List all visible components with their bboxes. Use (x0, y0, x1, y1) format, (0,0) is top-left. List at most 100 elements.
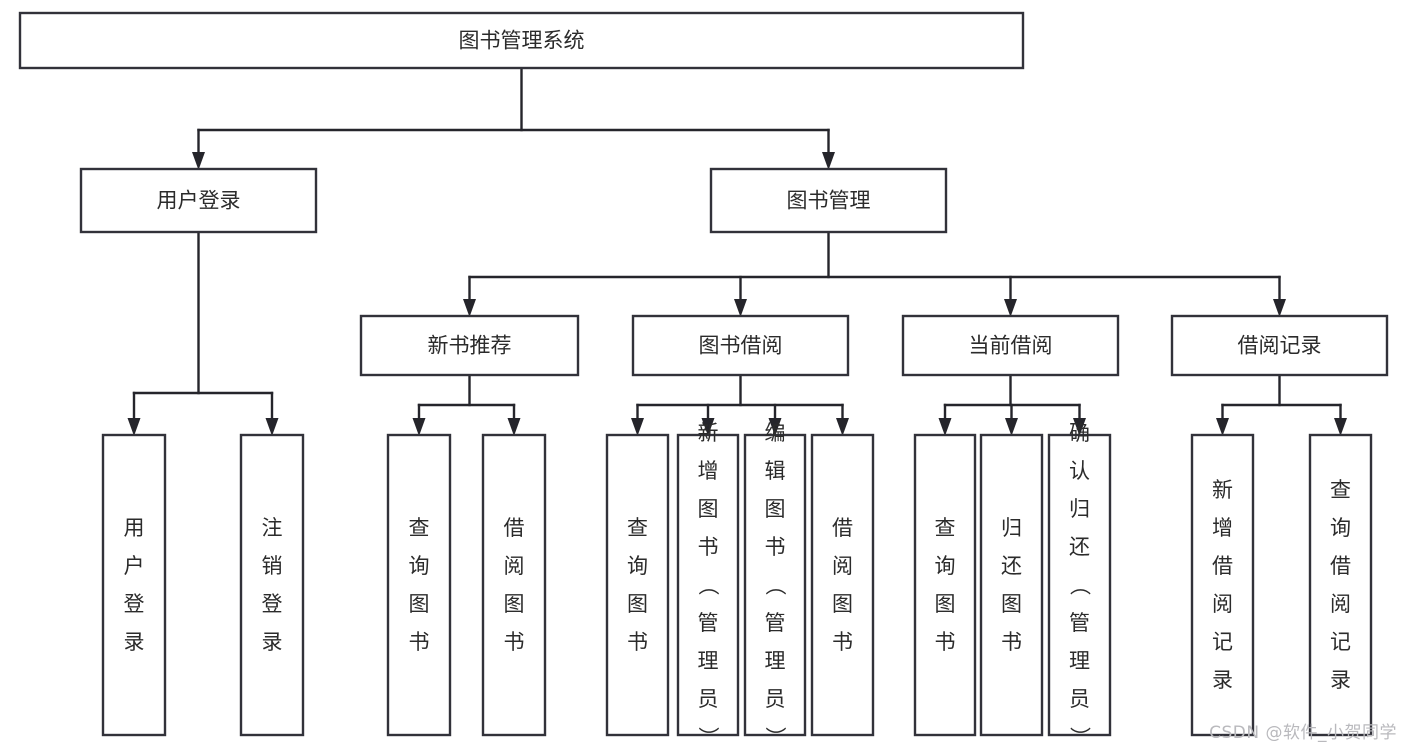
node-label-char: 阅 (1212, 592, 1233, 616)
node-label-char: 员 (765, 687, 786, 711)
arrow-head-icon (412, 418, 426, 436)
node-label-char: 查 (409, 516, 430, 540)
edges-layer (127, 66, 1347, 436)
node-label-char: 书 (409, 630, 430, 654)
node-book-borrow[interactable]: 图书借阅 (631, 314, 850, 377)
node-box[interactable] (239, 433, 305, 737)
node-label-char: 注 (262, 516, 283, 540)
node-label-char: 图 (409, 592, 430, 616)
node-label-char: 图 (832, 592, 853, 616)
node-label-char: 还 (1069, 535, 1090, 559)
node-label: 新书推荐 (428, 334, 512, 358)
node-label-char: 确 (1069, 421, 1090, 445)
node-box[interactable] (359, 314, 580, 377)
arrow-head-icon (1005, 418, 1018, 436)
node-label-char: 询 (627, 554, 648, 578)
node-box[interactable] (979, 433, 1044, 737)
node-label-char: 图 (935, 592, 956, 616)
node-leaf-user-login[interactable]: 用户登录 (101, 433, 167, 737)
node-box[interactable] (743, 433, 807, 737)
node-label-char: 询 (1330, 516, 1351, 540)
node-label-char: 查 (627, 516, 648, 540)
node-box[interactable] (79, 167, 318, 234)
edge-group-book-borrow (631, 373, 849, 436)
node-label-char: ） (696, 727, 720, 747)
node-label-char: 认 (1069, 459, 1090, 483)
node-label-char: 新 (1212, 478, 1233, 502)
node-box[interactable] (101, 433, 167, 737)
arrow-head-icon (938, 418, 952, 436)
node-box[interactable] (913, 433, 977, 737)
node-book-manage[interactable]: 图书管理 (709, 167, 948, 234)
node-label-char: 录 (1330, 668, 1351, 692)
node-label-char: 用 (124, 516, 145, 540)
node-label: 借阅记录 (1238, 334, 1322, 358)
node-label-char: 增 (1212, 516, 1233, 540)
node-box[interactable] (605, 433, 670, 737)
node-label-char: 图 (1001, 592, 1022, 616)
node-new-book-rec[interactable]: 新书推荐 (359, 314, 580, 377)
node-label-char: 阅 (1330, 592, 1351, 616)
node-label-char: ） (1068, 727, 1092, 747)
node-box[interactable] (481, 433, 547, 737)
arrow-head-icon (463, 299, 476, 317)
node-current-borrow[interactable]: 当前借阅 (901, 314, 1120, 377)
node-label-char: 借 (832, 516, 853, 540)
node-label-char: ） (763, 727, 787, 747)
node-user-login[interactable]: 用户登录 (79, 167, 318, 234)
node-box[interactable] (18, 11, 1025, 70)
node-root-图书管理系统[interactable]: 图书管理系统 (18, 11, 1025, 70)
node-label-char: 理 (765, 649, 786, 673)
node-borrow-record[interactable]: 借阅记录 (1170, 314, 1389, 377)
arrow-head-icon (1004, 299, 1017, 317)
node-box[interactable] (709, 167, 948, 234)
node-label: 图书管理系统 (459, 29, 585, 53)
node-label: 图书借阅 (699, 334, 783, 358)
node-box[interactable] (810, 433, 875, 737)
node-label-char: 查 (935, 516, 956, 540)
node-label-char: 还 (1001, 554, 1022, 578)
node-label-char: 销 (262, 554, 283, 578)
arrow-head-icon (265, 418, 279, 436)
edge-group-book-manage (463, 230, 1286, 317)
node-box[interactable] (386, 433, 452, 737)
node-label-char: 书 (698, 535, 719, 559)
node-label-char: 借 (1330, 554, 1351, 578)
node-box[interactable] (676, 433, 740, 737)
node-label-char: 图 (698, 497, 719, 521)
node-box[interactable] (1047, 433, 1112, 737)
node-box[interactable] (1170, 314, 1389, 377)
node-box[interactable] (1308, 433, 1373, 737)
arrow-head-icon (734, 299, 747, 317)
node-label-char: 图 (504, 592, 525, 616)
edge-group-user-login (127, 230, 279, 436)
edge-group-new-book-rec (412, 373, 521, 436)
edge-group-root (192, 66, 835, 170)
node-label-char: 员 (698, 687, 719, 711)
node-label-char: 理 (698, 649, 719, 673)
node-label-char: （ (1068, 575, 1092, 596)
node-label-char: 录 (1212, 668, 1233, 692)
node-label-char: 理 (1069, 649, 1090, 673)
node-label-char: 归 (1069, 497, 1090, 521)
node-label-char: 新 (698, 421, 719, 445)
node-box[interactable] (901, 314, 1120, 377)
node-box[interactable] (1190, 433, 1255, 737)
node-box[interactable] (631, 314, 850, 377)
arrow-head-icon (631, 418, 644, 436)
node-label-char: 询 (409, 554, 430, 578)
edge-group-current-borrow (938, 373, 1086, 436)
